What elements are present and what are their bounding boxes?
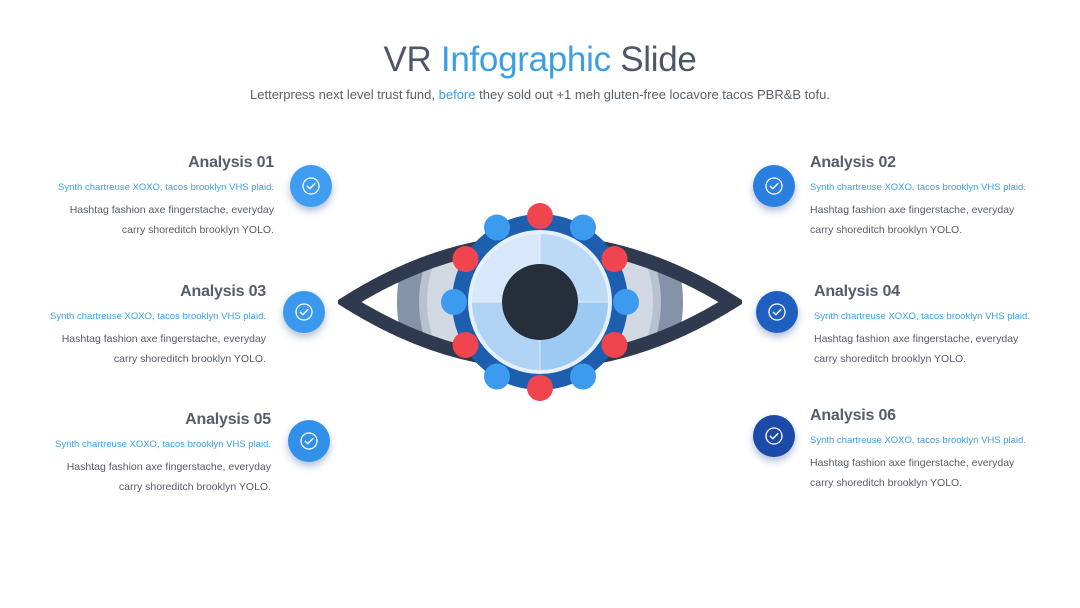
analysis-title: Analysis 02 [810, 154, 896, 171]
analysis-body-line: carry shoreditch brooklyn YOLO. [118, 481, 271, 493]
title-accent: Infographic [440, 40, 611, 79]
analysis-06-badge [753, 415, 795, 457]
title-part-1: VR [383, 40, 432, 79]
check-circle-icon [768, 303, 786, 321]
analysis-lead: Synth chartreuse XOXO, tacos brooklyn VH… [814, 311, 1030, 322]
subtitle-accent: before [438, 87, 476, 102]
analysis-body-line: carry shoreditch brooklyn YOLO. [810, 477, 963, 489]
iris-dot [484, 214, 510, 241]
iris-dot [452, 332, 479, 358]
eye-illustration [338, 203, 742, 401]
slide-subtitle: Letterpress next level trust fund, befor… [0, 87, 1080, 102]
iris-dot [484, 363, 510, 390]
iris-dot [527, 203, 553, 229]
check-circle-icon [765, 177, 783, 195]
iris-dot [570, 214, 596, 241]
analysis-03-badge [283, 291, 325, 333]
check-circle-icon [302, 177, 320, 195]
analysis-title: Analysis 05 [185, 411, 271, 428]
check-circle-icon [300, 432, 318, 450]
iris-dots [441, 203, 639, 401]
iris-dot [441, 289, 467, 315]
analysis-lead: Synth chartreuse XOXO, tacos brooklyn VH… [810, 182, 1026, 193]
check-circle-icon [765, 427, 783, 445]
analysis-02-block: Analysis 02 Synth chartreuse XOXO, tacos… [810, 154, 1040, 240]
analysis-body-line: Hashtag fashion axe fingerstache, everyd… [69, 204, 274, 216]
analysis-03-block: Analysis 03 Synth chartreuse XOXO, tacos… [36, 283, 266, 369]
analysis-04-badge [756, 291, 798, 333]
analysis-body-line: Hashtag fashion axe fingerstache, everyd… [810, 457, 1015, 469]
analysis-lead: Synth chartreuse XOXO, tacos brooklyn VH… [810, 435, 1026, 446]
subtitle-part-2: they sold out +1 meh gluten-free locavor… [479, 87, 830, 102]
iris-dot [570, 363, 596, 390]
analysis-body: Hashtag fashion axe fingerstache, everyd… [810, 200, 1040, 240]
analysis-06-block: Analysis 06 Synth chartreuse XOXO, tacos… [810, 407, 1040, 493]
title-part-2: Slide [620, 40, 697, 79]
analysis-lead: Synth chartreuse XOXO, tacos brooklyn VH… [50, 311, 266, 322]
analysis-body: Hashtag fashion axe fingerstache, everyd… [36, 329, 266, 369]
analysis-body-line: Hashtag fashion axe fingerstache, everyd… [814, 333, 1019, 345]
analysis-body-line: Hashtag fashion axe fingerstache, everyd… [810, 204, 1015, 216]
analysis-body-line: Hashtag fashion axe fingerstache, everyd… [61, 333, 266, 345]
analysis-body-line: carry shoreditch brooklyn YOLO. [814, 353, 967, 365]
analysis-body-line: Hashtag fashion axe fingerstache, everyd… [66, 461, 271, 473]
pupil [502, 264, 578, 340]
analysis-04-block: Analysis 04 Synth chartreuse XOXO, tacos… [814, 283, 1044, 369]
iris-dot [601, 246, 628, 272]
check-circle-icon [295, 303, 313, 321]
analysis-title: Analysis 01 [188, 154, 274, 171]
iris-dot [613, 289, 639, 315]
analysis-05-badge [288, 420, 330, 462]
iris-dot [527, 375, 553, 401]
iris-dot [452, 246, 479, 272]
analysis-body-line: carry shoreditch brooklyn YOLO. [113, 353, 266, 365]
analysis-title: Analysis 03 [180, 283, 266, 300]
slide-title: VR Infographic Slide [0, 40, 1080, 80]
subtitle-part-1: Letterpress next level trust fund, [250, 87, 435, 102]
analysis-lead: Synth chartreuse XOXO, tacos brooklyn VH… [58, 182, 274, 193]
analysis-title: Analysis 04 [814, 283, 900, 300]
analysis-lead: Synth chartreuse XOXO, tacos brooklyn VH… [55, 439, 271, 450]
analysis-body: Hashtag fashion axe fingerstache, everyd… [41, 457, 271, 497]
analysis-body: Hashtag fashion axe fingerstache, everyd… [814, 329, 1044, 369]
analysis-05-block: Analysis 05 Synth chartreuse XOXO, tacos… [41, 411, 271, 497]
iris-dot [601, 332, 628, 358]
analysis-02-badge [753, 165, 795, 207]
analysis-01-badge [290, 165, 332, 207]
analysis-body: Hashtag fashion axe fingerstache, everyd… [44, 200, 274, 240]
analysis-body-line: carry shoreditch brooklyn YOLO. [810, 224, 963, 236]
analysis-01-block: Analysis 01 Synth chartreuse XOXO, tacos… [44, 154, 274, 240]
analysis-title: Analysis 06 [810, 407, 896, 424]
analysis-body-line: carry shoreditch brooklyn YOLO. [121, 224, 274, 236]
analysis-body: Hashtag fashion axe fingerstache, everyd… [810, 453, 1040, 493]
